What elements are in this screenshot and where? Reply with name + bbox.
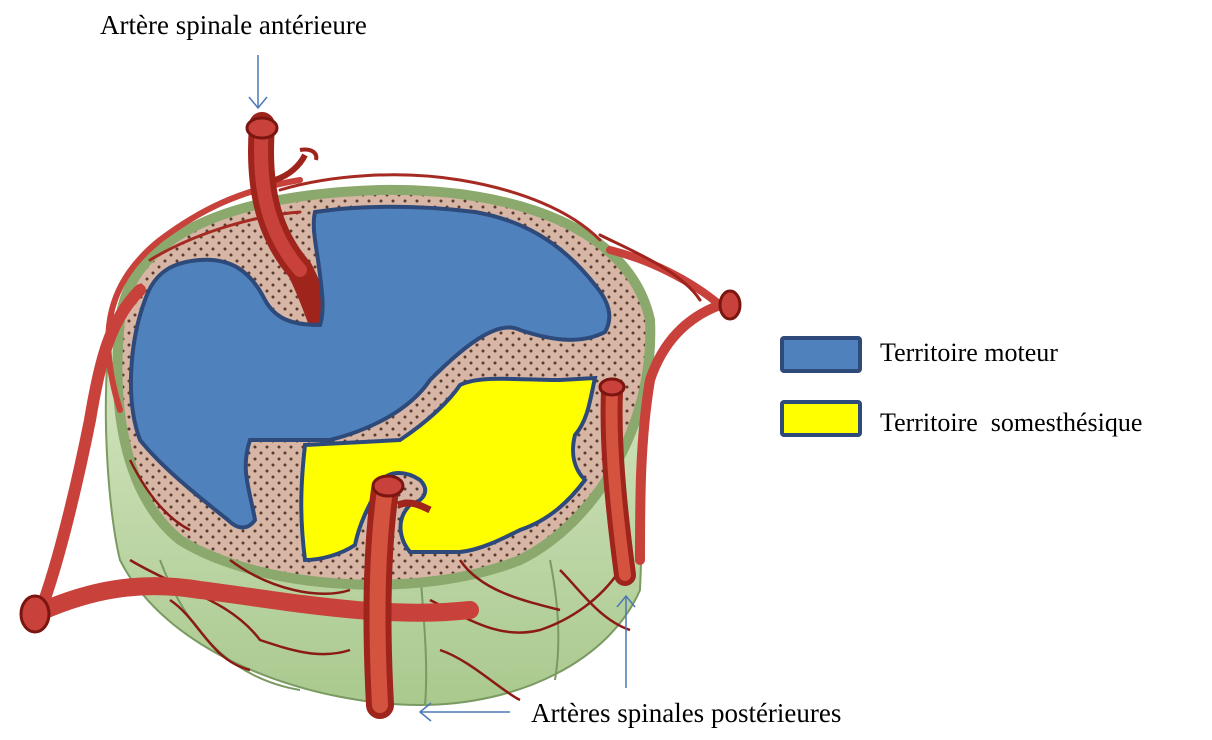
artery-cut-left: [21, 596, 49, 632]
legend-label-motor: Territoire moteur: [880, 340, 1058, 366]
legend-swatch-somesthetic: [782, 402, 860, 435]
legend-label-somesthetic: Territoire somesthésique: [880, 410, 1142, 436]
arrow-anterior: [249, 55, 267, 108]
legend-swatches: [782, 338, 860, 435]
label-posterior-spinal-arteries: Artères spinales postérieures: [531, 700, 841, 727]
legend-swatch-motor: [782, 338, 860, 371]
label-anterior-spinal-artery: Artère spinale antérieure: [100, 12, 367, 39]
artery-cut-right: [720, 291, 740, 319]
